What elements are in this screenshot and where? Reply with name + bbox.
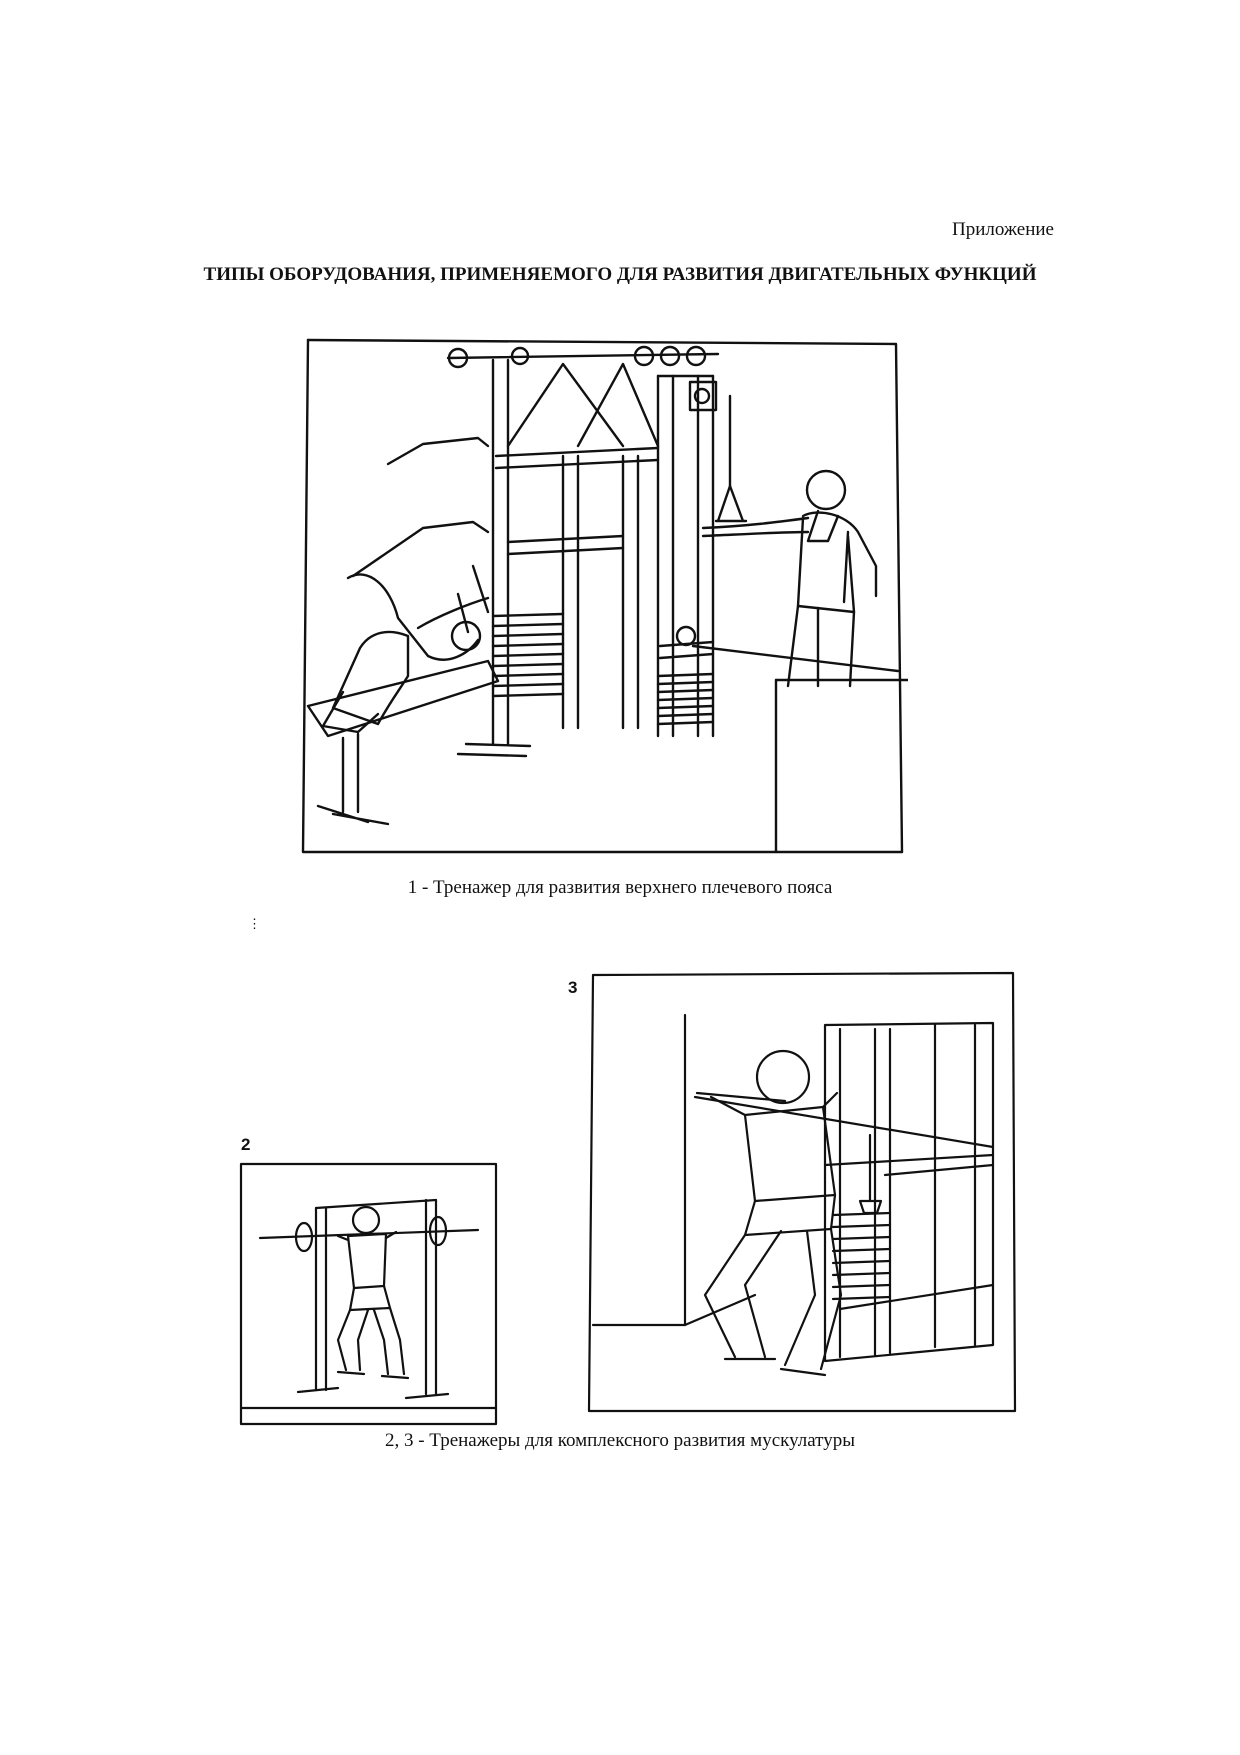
figure-2-illustration <box>239 1162 498 1426</box>
figure-2-number: 2 <box>241 1135 251 1154</box>
page-title: ТИПЫ ОБОРУДОВАНИЯ, ПРИМЕНЯЕМОГО ДЛЯ РАЗВ… <box>203 264 1037 285</box>
figure-1-caption: 1 - Тренажер для развития верхнего плече… <box>407 877 833 898</box>
figure-3-illustration <box>587 971 1017 1413</box>
scan-mark: ⋮ <box>248 916 261 931</box>
appendix-label: Приложение <box>952 219 1054 240</box>
figure-1-illustration <box>301 338 908 854</box>
figures-2-3-caption: 2, 3 - Тренажеры для комплексного развит… <box>384 1430 855 1451</box>
figure-3-number: 3 <box>568 978 578 997</box>
